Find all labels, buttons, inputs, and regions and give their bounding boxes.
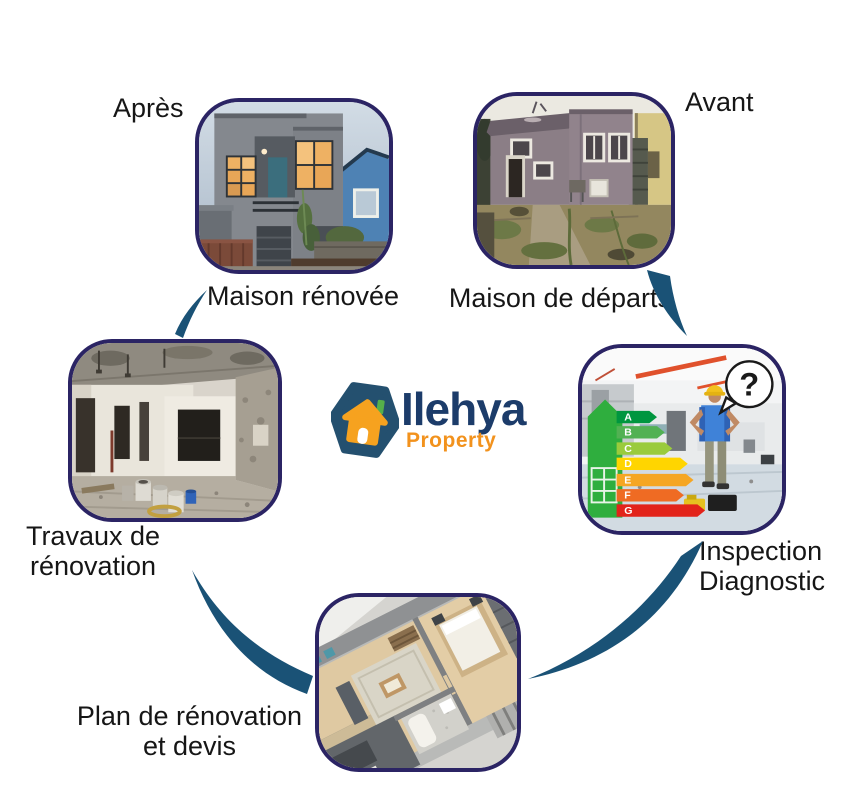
energy-letter: G (624, 505, 632, 517)
caption-inspection-diagnostic: Inspection Diagnostic (699, 536, 826, 596)
arrow-inspection-to-plan (528, 541, 703, 679)
energy-letter: B (624, 427, 632, 439)
brand-name: Ilehya (401, 383, 526, 435)
energy-letter: E (624, 474, 631, 486)
brand-subtitle: Property (406, 429, 497, 452)
card-travaux-renovation (68, 339, 282, 522)
label-apres: Après (113, 93, 184, 123)
caption-maison-departs: Maison de départs (448, 283, 672, 313)
energy-letter: F (624, 490, 631, 502)
maison-renovee-photo (199, 102, 389, 270)
plan-renovation-3d-photo (319, 597, 517, 768)
caption-plan-renovation: Plan de rénovation et devis (76, 701, 303, 761)
label-avant: Avant (685, 87, 754, 117)
caption-travaux-renovation: Travaux de rénovation (25, 521, 161, 581)
arrow-plan-to-travaux (192, 570, 313, 694)
travaux-renovation-photo (72, 343, 278, 518)
energy-letter: D (624, 458, 632, 470)
svg-text:?: ? (739, 367, 759, 403)
card-maison-renovee (195, 98, 393, 274)
energy-rating-scale: A B C D E F G (616, 410, 706, 517)
energy-letter: C (624, 443, 632, 455)
energy-letter: A (624, 411, 632, 423)
card-maison-departs (473, 92, 675, 269)
card-inspection-diagnostic: A B C D E F G ? (578, 344, 786, 535)
house-door-icon (357, 427, 369, 444)
caption-maison-renovee: Maison rénovée (206, 281, 400, 311)
maison-departs-photo (477, 96, 671, 265)
inspection-diagnostic-photo: A B C D E F G ? (582, 348, 782, 531)
logo-hexagon-icon (331, 382, 399, 458)
question-bubble-icon: ? (718, 360, 774, 416)
card-plan-renovation (315, 593, 521, 772)
